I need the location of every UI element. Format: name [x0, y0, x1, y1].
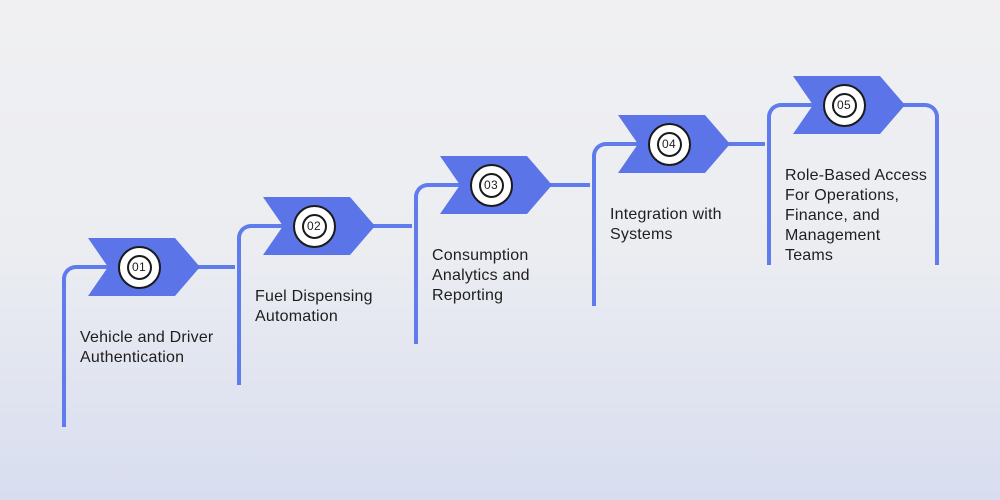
step-label: Vehicle and Driver Authentication [80, 329, 214, 366]
step-label: Fuel Dispensing Automation [255, 288, 373, 325]
connector-line [767, 103, 939, 265]
step-number-badge: 02 [292, 204, 336, 248]
step-number: 03 [484, 178, 498, 192]
step-number: 04 [662, 137, 676, 151]
step-number-badge: 05 [822, 83, 866, 127]
step-arrow-icon [440, 156, 552, 214]
step-number: 05 [837, 98, 851, 112]
badge-inner-ring: 03 [478, 172, 504, 198]
step-number: 01 [132, 260, 146, 274]
connector-line [414, 183, 590, 344]
badge-inner-ring: 02 [301, 213, 327, 239]
step-number-badge: 03 [469, 163, 513, 207]
step-label: Role-Based Access For Operations, Financ… [785, 167, 928, 264]
step-label: Consumption Analytics and Reporting [432, 247, 530, 304]
step-arrow-icon [263, 197, 375, 255]
badge-inner-ring: 05 [831, 92, 857, 118]
step-arrow-icon [88, 238, 200, 296]
connector-line [237, 224, 412, 385]
step-arrow-icon [618, 115, 730, 173]
connector-line [592, 142, 765, 306]
badge-inner-ring: 04 [656, 131, 682, 157]
badge-inner-ring: 01 [126, 254, 152, 280]
connector-line [62, 265, 235, 427]
step-number: 02 [307, 219, 321, 233]
step-label: Integration with Systems [610, 206, 722, 243]
step-number-badge: 01 [117, 245, 161, 289]
step-number-badge: 04 [647, 122, 691, 166]
step-arrow-icon [793, 76, 905, 134]
